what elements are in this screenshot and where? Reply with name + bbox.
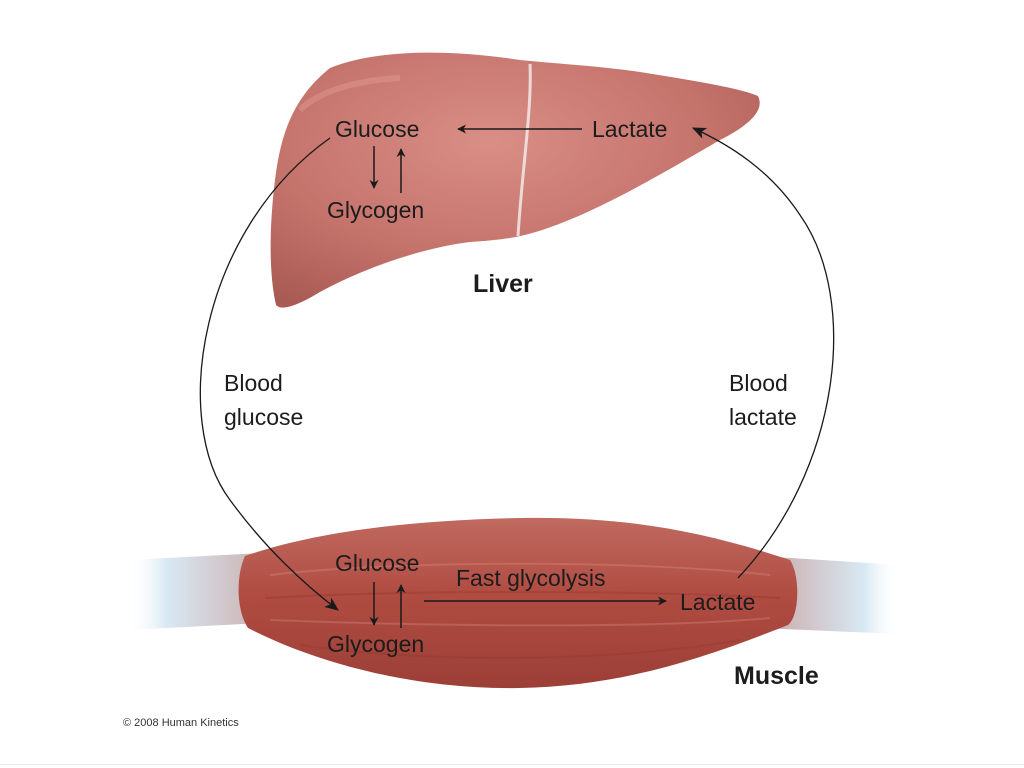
- muscle-glucose-label: Glucose: [335, 550, 420, 576]
- blood-glucose-label-line2: glucose: [224, 404, 304, 430]
- blood-lactate-label-line1: Blood: [729, 370, 788, 396]
- liver-glycogen-label: Glycogen: [327, 197, 425, 223]
- blood-glucose-label-line1: Blood: [224, 370, 283, 396]
- liver-lactate-label: Lactate: [592, 116, 668, 142]
- blood-lactate-label-line2: lactate: [729, 404, 797, 430]
- copyright-notice: © 2008 Human Kinetics: [123, 717, 239, 729]
- blood-glucose-arc: [199, 137, 339, 611]
- bottom-divider: [0, 764, 1024, 765]
- liver-organ: [270, 52, 760, 308]
- liver-glucose-label: Glucose: [335, 116, 420, 142]
- blood-lactate-arc: [691, 127, 835, 579]
- liver-title: Liver: [473, 270, 533, 298]
- muscle-title: Muscle: [734, 662, 819, 690]
- muscle-glycogen-label: Glycogen: [327, 631, 425, 657]
- fast-glycolysis-label: Fast glycolysis: [456, 565, 606, 591]
- muscle-lactate-label: Lactate: [680, 589, 756, 615]
- muscle-tissue: [128, 517, 900, 689]
